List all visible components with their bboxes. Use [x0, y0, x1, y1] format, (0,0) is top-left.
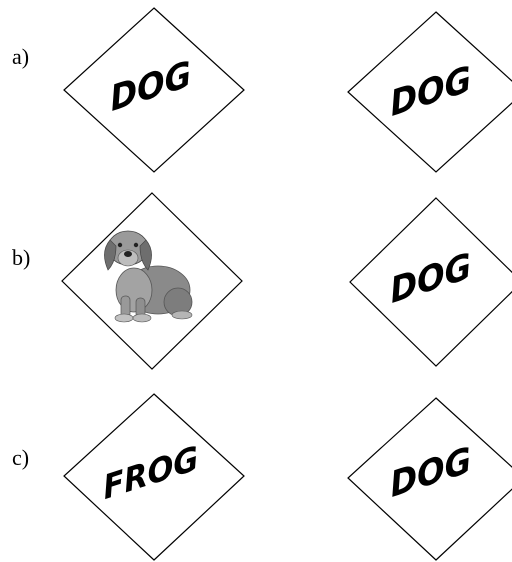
diamond-frame [347, 11, 512, 173]
row-label-b: b) [12, 245, 31, 270]
card-c-right: DOG [347, 397, 512, 561]
row-label-c: c) [12, 445, 30, 470]
diamond-frame [349, 197, 512, 367]
card-a-right: DOG [347, 11, 512, 173]
card-b-left [61, 192, 243, 370]
dog-picture-icon [104, 230, 193, 323]
diamond-frame [63, 393, 245, 561]
diamond-frame [347, 397, 512, 561]
card-c-left: FROG [63, 393, 245, 561]
card-a-left: DOG [63, 7, 245, 173]
row-label-a: a) [12, 44, 30, 69]
diamond-frame [63, 7, 245, 173]
card-b-right: DOG [349, 197, 512, 367]
